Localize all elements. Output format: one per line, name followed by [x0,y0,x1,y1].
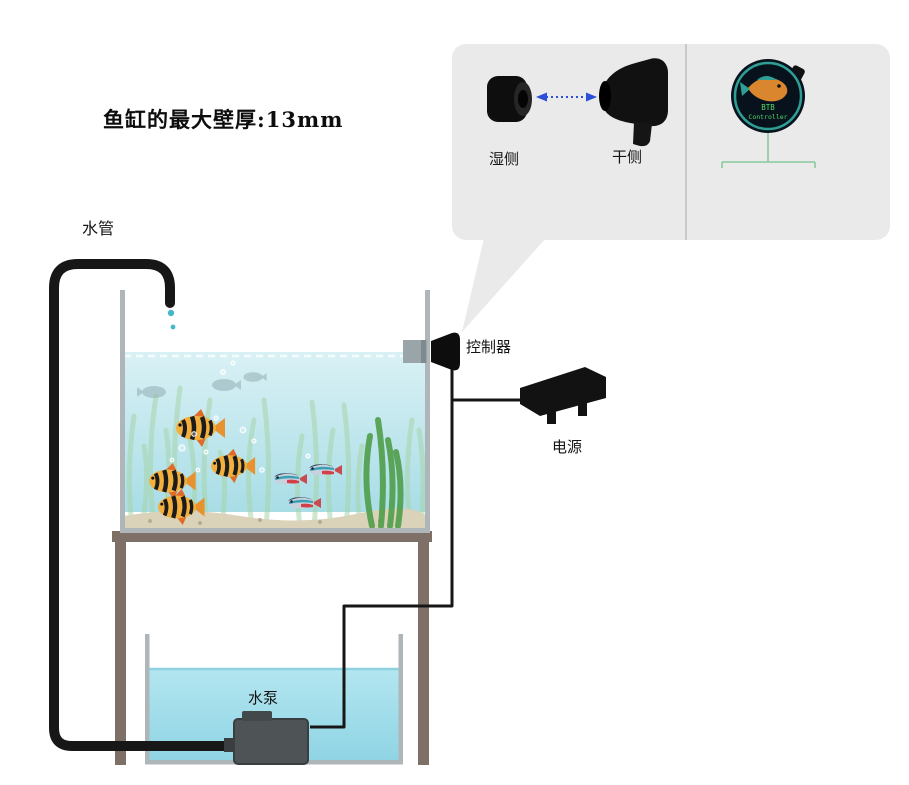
wires [310,369,520,729]
callout-pointer [462,238,546,332]
tank-mounted-sensor [403,332,460,371]
water-drip-icon [167,309,175,317]
controller-device-illustration: BTB Controller [721,59,816,168]
tank-stand [112,531,432,765]
pump-wire [310,400,454,729]
water-pump [224,711,309,765]
foreground-plant [363,417,404,529]
device-text-line1: BTB [761,103,775,112]
dry-sensor-on-tank [431,332,460,371]
dry-side-label: 干侧 [612,149,643,166]
device-fish-logo-icon [748,77,788,102]
water-pipe-label: 水管 [82,221,115,238]
power-label: 电源 [552,439,583,456]
pump-label: 水泵 [248,690,279,707]
distance-arrow-icon [536,92,597,102]
controller-label: 控制器 [466,339,512,356]
device-text-line2: Controller [748,113,787,121]
fish-tank [120,290,430,533]
callout-bubble: BTB Controller [452,44,890,332]
bubbles [169,360,311,473]
wet-side-label: 湿侧 [489,151,520,168]
power-adapter [520,367,606,424]
dry-sensor-illustration [599,58,668,147]
title: 鱼缸的最大壁厚:13mm [103,107,344,132]
background-plants [126,385,426,529]
water-pipe [49,259,245,751]
power-wire [450,369,520,402]
wet-sensor-illustration [487,76,532,122]
tank-glass [120,290,430,533]
